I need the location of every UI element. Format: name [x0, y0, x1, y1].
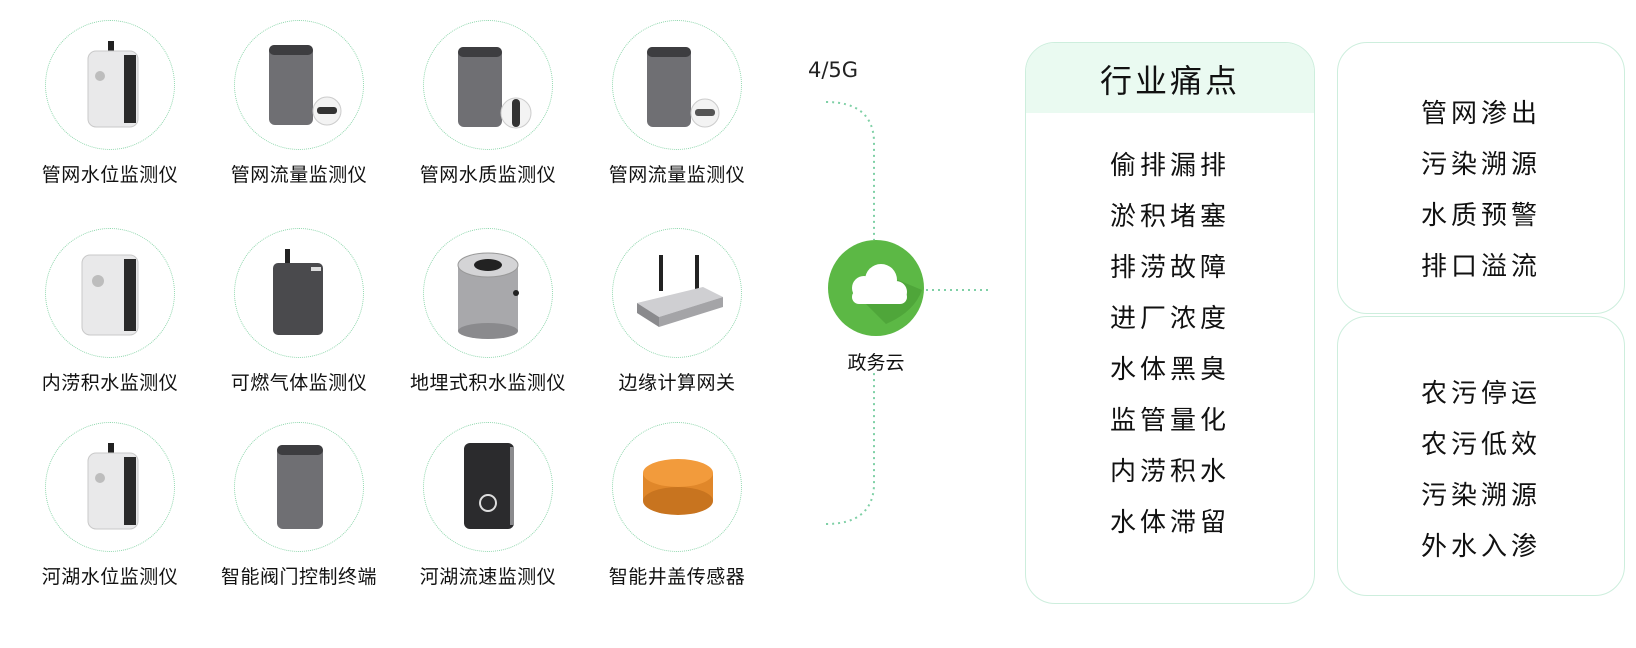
device-pipe-flow: 管网流量监测仪: [209, 20, 389, 220]
device-river-flow: 河湖流速监测仪: [398, 422, 578, 622]
device-label: 管网水位监测仪: [41, 164, 179, 186]
device-pipe-water-level: 管网水位监测仪: [20, 20, 200, 220]
list-item: 污染溯源: [1420, 150, 1541, 180]
cloud-label: 政务云: [847, 352, 905, 374]
list-item: 排口溢流: [1420, 252, 1541, 282]
white-box-antenna-icon: [45, 422, 175, 552]
list-item: 水体黑臭: [1109, 355, 1230, 385]
device-pipe-flow-2: 管网流量监测仪: [587, 20, 767, 220]
rural-sewage-list: 农污停运 农污低效 污染溯源 外水入渗: [1338, 369, 1624, 573]
gray-box-sensor-icon: [423, 20, 553, 150]
device-manhole-sensor: 智能井盖传感器: [587, 422, 767, 622]
device-label: 可燃气体监测仪: [230, 372, 368, 394]
device-edge-gateway: 边缘计算网关: [587, 228, 767, 428]
pipe-network-card: 管网渗出 污染溯源 水质预警 排口溢流: [1337, 42, 1625, 314]
rural-sewage-card: 农污停运 农污低效 污染溯源 外水入渗: [1337, 316, 1625, 596]
device-buried-water: 地埋式积水监测仪: [398, 228, 578, 428]
list-item: 淤积堵塞: [1109, 202, 1230, 232]
device-label: 管网流量监测仪: [230, 164, 368, 186]
white-box-icon: [45, 228, 175, 358]
pipe-network-list: 管网渗出 污染溯源 水质预警 排口溢流: [1338, 89, 1624, 293]
black-panel-icon: [423, 422, 553, 552]
white-box-antenna-icon: [45, 20, 175, 150]
device-label: 管网流量监测仪: [608, 164, 746, 186]
pain-points-card: 行业痛点 偷排漏排 淤积堵塞 排涝故障 进厂浓度 水体黑臭 监管量化 内涝积水 …: [1025, 42, 1315, 604]
device-waterlogging: 内涝积水监测仪: [20, 228, 200, 428]
dark-box-antenna-icon: [234, 228, 364, 358]
cloud-icon: [826, 238, 926, 338]
list-item: 管网渗出: [1420, 99, 1541, 129]
device-label: 河湖水位监测仪: [41, 566, 179, 588]
device-label: 智能井盖传感器: [608, 566, 746, 588]
list-item: 进厂浓度: [1109, 304, 1230, 334]
network-label: 4/5G: [808, 58, 859, 82]
device-label: 管网水质监测仪: [419, 164, 557, 186]
device-pipe-water-quality: 管网水质监测仪: [398, 20, 578, 220]
pain-points-title: 行业痛点: [1026, 43, 1314, 113]
list-item: 外水入渗: [1420, 532, 1541, 562]
router-icon: [612, 228, 742, 358]
orange-disc-icon: [612, 422, 742, 552]
list-item: 内涝积水: [1109, 457, 1230, 487]
list-item: 监管量化: [1109, 406, 1230, 436]
device-valve-control: 智能阀门控制终端: [209, 422, 389, 622]
list-item: 排涝故障: [1109, 253, 1230, 283]
list-item: 农污停运: [1420, 379, 1541, 409]
cylinder-sensor-icon: [423, 228, 553, 358]
list-item: 水体滞留: [1109, 508, 1230, 538]
gray-box-icon: [234, 422, 364, 552]
device-label: 河湖流速监测仪: [419, 566, 557, 588]
gray-box-probe-icon: [234, 20, 364, 150]
pain-points-list: 偷排漏排 淤积堵塞 排涝故障 进厂浓度 水体黑臭 监管量化 内涝积水 水体滞留: [1026, 141, 1314, 549]
list-item: 偷排漏排: [1109, 151, 1230, 181]
list-item: 污染溯源: [1420, 481, 1541, 511]
list-item: 水质预警: [1420, 201, 1541, 231]
device-river-level: 河湖水位监测仪: [20, 422, 200, 622]
device-label: 地埋式积水监测仪: [409, 372, 566, 394]
device-label: 内涝积水监测仪: [41, 372, 179, 394]
gray-box-probe-icon: [612, 20, 742, 150]
device-gas: 可燃气体监测仪: [209, 228, 389, 428]
list-item: 农污低效: [1420, 430, 1541, 460]
device-label: 边缘计算网关: [618, 372, 736, 394]
device-label: 智能阀门控制终端: [220, 566, 377, 588]
